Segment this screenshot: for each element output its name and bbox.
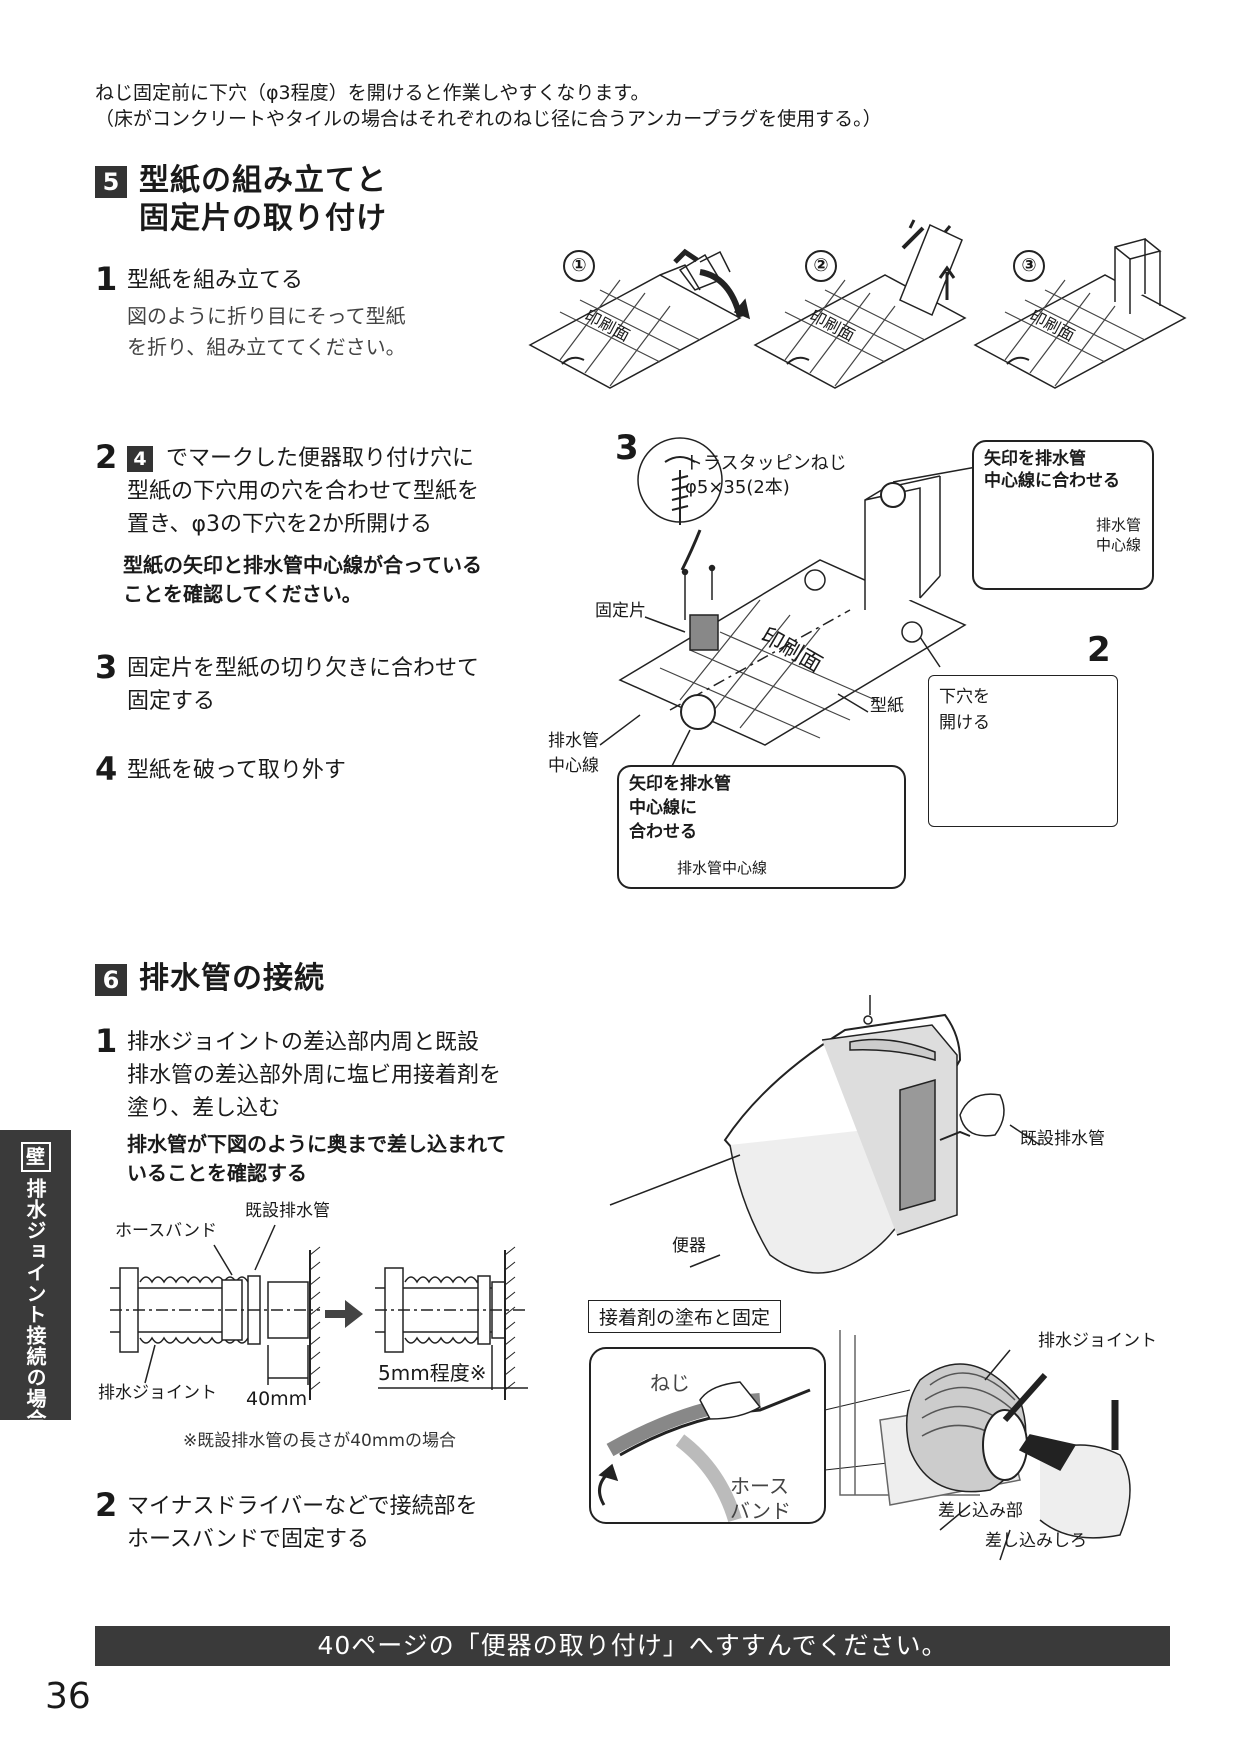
s5-step-2-text-1: 4 でマークした便器取り付け穴に bbox=[127, 442, 474, 475]
s6-photo-drain-joint: 排水ジョイント bbox=[1038, 1331, 1157, 1351]
s6-photo-hose-1: ホース bbox=[730, 1474, 789, 1498]
s6-diagram-dim-40: 40mm bbox=[246, 1388, 308, 1410]
section-5-title-line-2: 固定片の取り付け bbox=[139, 201, 387, 236]
fig2-pilot-hole-line-2: 開ける bbox=[939, 713, 990, 733]
fig1-step-1-label: ① bbox=[563, 250, 595, 282]
s5-step-3-text-2: 固定する bbox=[127, 689, 216, 714]
s6-step-1-number: 1 bbox=[95, 1022, 118, 1060]
section-5-heading: 5 型紙の組み立てと 固定片の取り付け bbox=[95, 162, 387, 238]
fig2-callout-bottom-line-1: 矢印を排水管 bbox=[629, 774, 731, 794]
fig2-callout-drill: 下穴を 開ける bbox=[928, 675, 1118, 827]
intro-text: ねじ固定前に下穴（φ3程度）を開けると作業しやすくなります。 （床がコンクリート… bbox=[95, 80, 882, 132]
s6-step-1-note-1: 排水管が下図のように奥まで差し込まれて bbox=[127, 1132, 507, 1156]
s5-step-2-text-2: 型紙の下穴用の穴を合わせて型紙を bbox=[127, 479, 480, 504]
section-5-number: 5 bbox=[95, 166, 127, 198]
s5-step-2-ref-number: 4 bbox=[127, 446, 153, 472]
footer-bar: 40ページの「便器の取り付け」へすすんでください。 bbox=[95, 1626, 1170, 1666]
s6-step-1-note-2: いることを確認する bbox=[127, 1161, 307, 1185]
s6-photo-screw: ねじ bbox=[650, 1371, 690, 1395]
s5-step-4-number: 4 bbox=[95, 750, 118, 788]
s5-step-4-text: 型紙を破って取り外す bbox=[127, 758, 346, 783]
s5-step-2-note-2: ことを確認してください。 bbox=[123, 582, 362, 606]
fig2-callout-bottom: 矢印を排水管 中心線に 合わせる 排水管中心線 bbox=[617, 765, 906, 889]
s6-diagram-dim-5: 5mm程度※ bbox=[378, 1361, 487, 1385]
s5-step-2-text-3: 置き、φ3の下穴を2か所開ける bbox=[127, 512, 432, 537]
s6-photo-insert-margin: 差し込みしろ bbox=[985, 1531, 1087, 1551]
s6-photo-insert-part: 差し込み部 bbox=[938, 1501, 1023, 1521]
intro-line-2: （床がコンクリートやタイルの場合はそれぞれのねじ径に合うアンカープラグを使用する… bbox=[95, 108, 882, 130]
fig2-callout-bottom-line-3: 合わせる bbox=[629, 822, 697, 842]
s6-diagram-footnote: ※既設排水管の長さが40mmの場合 bbox=[183, 1431, 456, 1451]
s6-photo-hose-2: バンド bbox=[730, 1499, 791, 1523]
side-tab: 壁 排水ジョイント接続の場合 bbox=[0, 1130, 71, 1430]
fig2-pilot-hole-line-1: 下穴を bbox=[939, 687, 990, 707]
fig2-left-pipe-line-2: 中心線 bbox=[548, 756, 599, 776]
s5-step-1-sub-2: を折り、組み立ててください。 bbox=[127, 335, 406, 359]
fig2-callout-top-pipe-2: 中心線 bbox=[1096, 536, 1142, 554]
fig2-callout-top-line-1: 矢印を排水管 bbox=[984, 449, 1086, 469]
s6-step-1-text-2: 排水管の差込部外周に塩ビ用接着剤を bbox=[127, 1063, 502, 1088]
s6-diagram-hose-band: ホースバンド bbox=[115, 1221, 217, 1241]
s6-photo-existing-pipe: 既設排水管 bbox=[1020, 1129, 1105, 1149]
fig2-screw-label-1: トラスタッピンねじ bbox=[685, 453, 847, 474]
s5-step-1-number: 1 bbox=[95, 260, 118, 298]
s6-diagram-drain-joint: 排水ジョイント bbox=[98, 1383, 217, 1403]
fig2-screw-label-2: φ5×35(2本) bbox=[685, 477, 790, 498]
fig2-callout-top-pipe-1: 排水管 bbox=[1096, 516, 1142, 534]
s5-step-3-number: 3 bbox=[95, 648, 118, 686]
fig2-callout-top-line-2: 中心線に合わせる bbox=[984, 471, 1120, 491]
fig1-step-3-label: ③ bbox=[1013, 250, 1045, 282]
fig2-callout-top: 矢印を排水管 中心線に合わせる 排水管 中心線 bbox=[972, 440, 1154, 590]
s5-step-1-text: 型紙を組み立てる bbox=[127, 268, 304, 293]
s5-step-1-sub-1: 図のように折り目にそって型紙 bbox=[127, 304, 406, 328]
s6-diagram-existing-pipe: 既設排水管 bbox=[245, 1201, 330, 1221]
side-tab-kabe: 壁 bbox=[20, 1142, 51, 1172]
section-5-title-line-1: 型紙の組み立てと bbox=[139, 163, 387, 198]
fig2-template-label: 型紙 bbox=[870, 696, 904, 716]
s5-step-3-text-1: 固定片を型紙の切り欠きに合わせて bbox=[127, 656, 480, 681]
s6-step-1-text-1: 排水ジョイントの差込部内周と既設 bbox=[127, 1030, 480, 1055]
fig2-number-3: 3 bbox=[615, 428, 639, 468]
s5-step-2-text-1-body: でマークした便器取り付け穴に bbox=[166, 446, 475, 471]
fig1-step-2-label: ② bbox=[805, 250, 837, 282]
s6-step-2-text-1: マイナスドライバーなどで接続部を bbox=[127, 1494, 478, 1519]
s6-step-2-number: 2 bbox=[95, 1486, 118, 1524]
s6-photo-box-label: 接着剤の塗布と固定 bbox=[588, 1300, 782, 1333]
intro-line-1: ねじ固定前に下穴（φ3程度）を開けると作業しやすくなります。 bbox=[95, 82, 650, 104]
fig2-left-pipe-line-1: 排水管 bbox=[548, 731, 599, 751]
side-tab-text: 排水ジョイント接続の場合 bbox=[23, 1178, 47, 1430]
page-number: 36 bbox=[45, 1676, 91, 1717]
s6-photo-toilet: 便器 bbox=[672, 1236, 706, 1256]
fig2-fixing-piece-label: 固定片 bbox=[595, 601, 646, 621]
fig2-callout-bottom-pipe: 排水管中心線 bbox=[677, 859, 768, 877]
section-6-number: 6 bbox=[95, 964, 127, 996]
section-6-heading: 6 排水管の接続 bbox=[95, 960, 325, 998]
section-6-title: 排水管の接続 bbox=[139, 961, 325, 996]
s5-step-2-number: 2 bbox=[95, 438, 118, 476]
fig2-number-2: 2 bbox=[1087, 630, 1111, 670]
s5-step-2-note-1: 型紙の矢印と排水管中心線が合っている bbox=[123, 553, 482, 577]
s6-step-1-text-3: 塗り、差し込む bbox=[127, 1096, 281, 1121]
fig2-callout-bottom-line-2: 中心線に bbox=[629, 798, 697, 818]
s6-step-2-text-2: ホースバンドで固定する bbox=[127, 1527, 370, 1552]
section-5-title: 型紙の組み立てと 固定片の取り付け bbox=[139, 162, 387, 238]
